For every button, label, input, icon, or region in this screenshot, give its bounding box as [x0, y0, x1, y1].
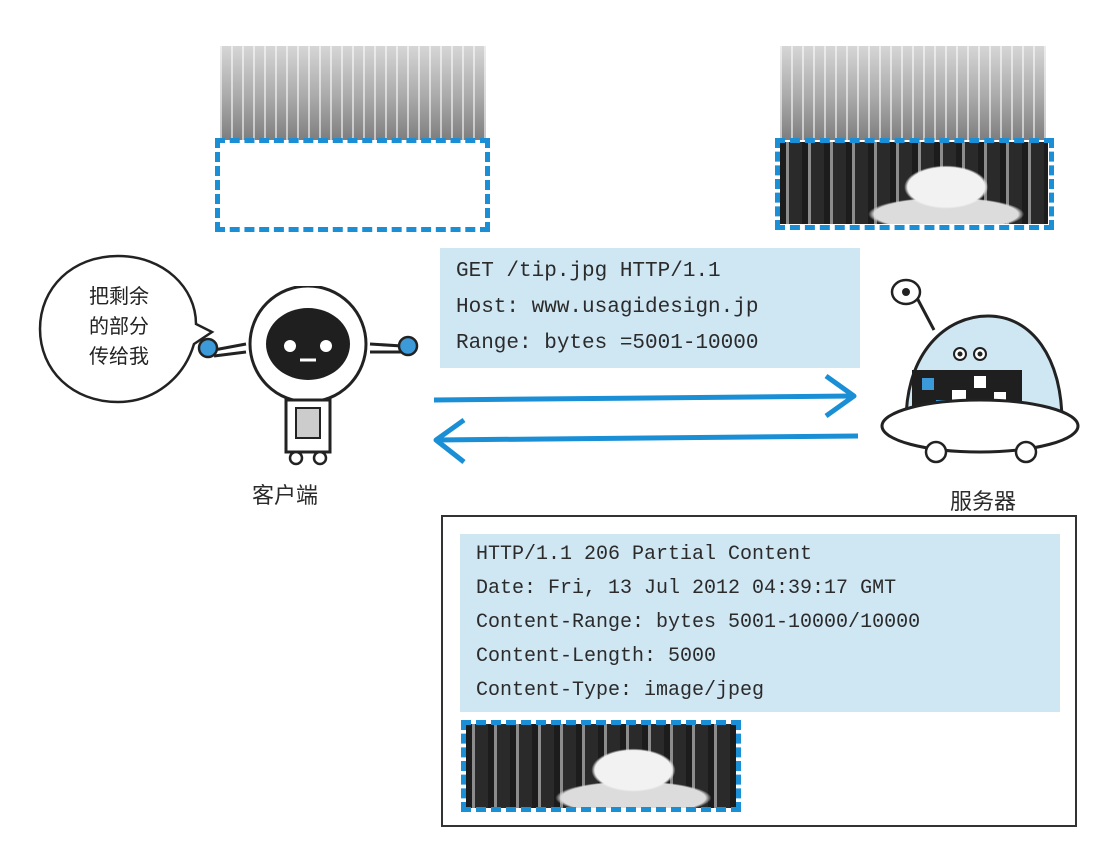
speech-bubble-text: 把剩余 的部分 传给我 [60, 282, 178, 372]
request-arrow [433, 373, 857, 419]
client-label: 客户端 [252, 483, 319, 508]
request-line: Host: www.usagidesign.jp [456, 296, 759, 319]
response-image-part [466, 724, 736, 808]
response-arrow [433, 417, 859, 464]
speech-line: 把剩余 [89, 286, 149, 308]
response-line: HTTP/1.1 206 Partial Content [476, 543, 813, 566]
request-line: GET /tip.jpg HTTP/1.1 [456, 260, 721, 283]
request-line: Range: bytes =5001-10000 [456, 332, 759, 355]
speech-line: 的部分 [89, 316, 149, 338]
response-line: Content-Type: image/jpeg [476, 679, 765, 702]
response-line: Date: Fri, 13 Jul 2012 04:39:17 GMT [476, 577, 897, 600]
response-line: Content-Length: 5000 [476, 645, 717, 668]
client-robot-icon [197, 286, 419, 466]
speech-line: 传给我 [89, 346, 149, 368]
server-image-range-outline [775, 138, 1054, 230]
client-image-received-part [220, 46, 486, 140]
request-message: GET /tip.jpg HTTP/1.1 Host: www.usagides… [440, 248, 860, 368]
server-image-top-part [780, 46, 1046, 140]
client-image-missing-part [215, 138, 490, 232]
response-message: HTTP/1.1 206 Partial Content Date: Fri, … [460, 534, 1060, 712]
speech-bubble [38, 254, 215, 404]
server-robot-icon [880, 278, 1080, 464]
response-image-outline [461, 720, 741, 812]
server-image-bottom-part [780, 142, 1048, 224]
server-label: 服务器 [950, 489, 1017, 514]
response-line: Content-Range: bytes 5001-10000/10000 [476, 611, 921, 634]
